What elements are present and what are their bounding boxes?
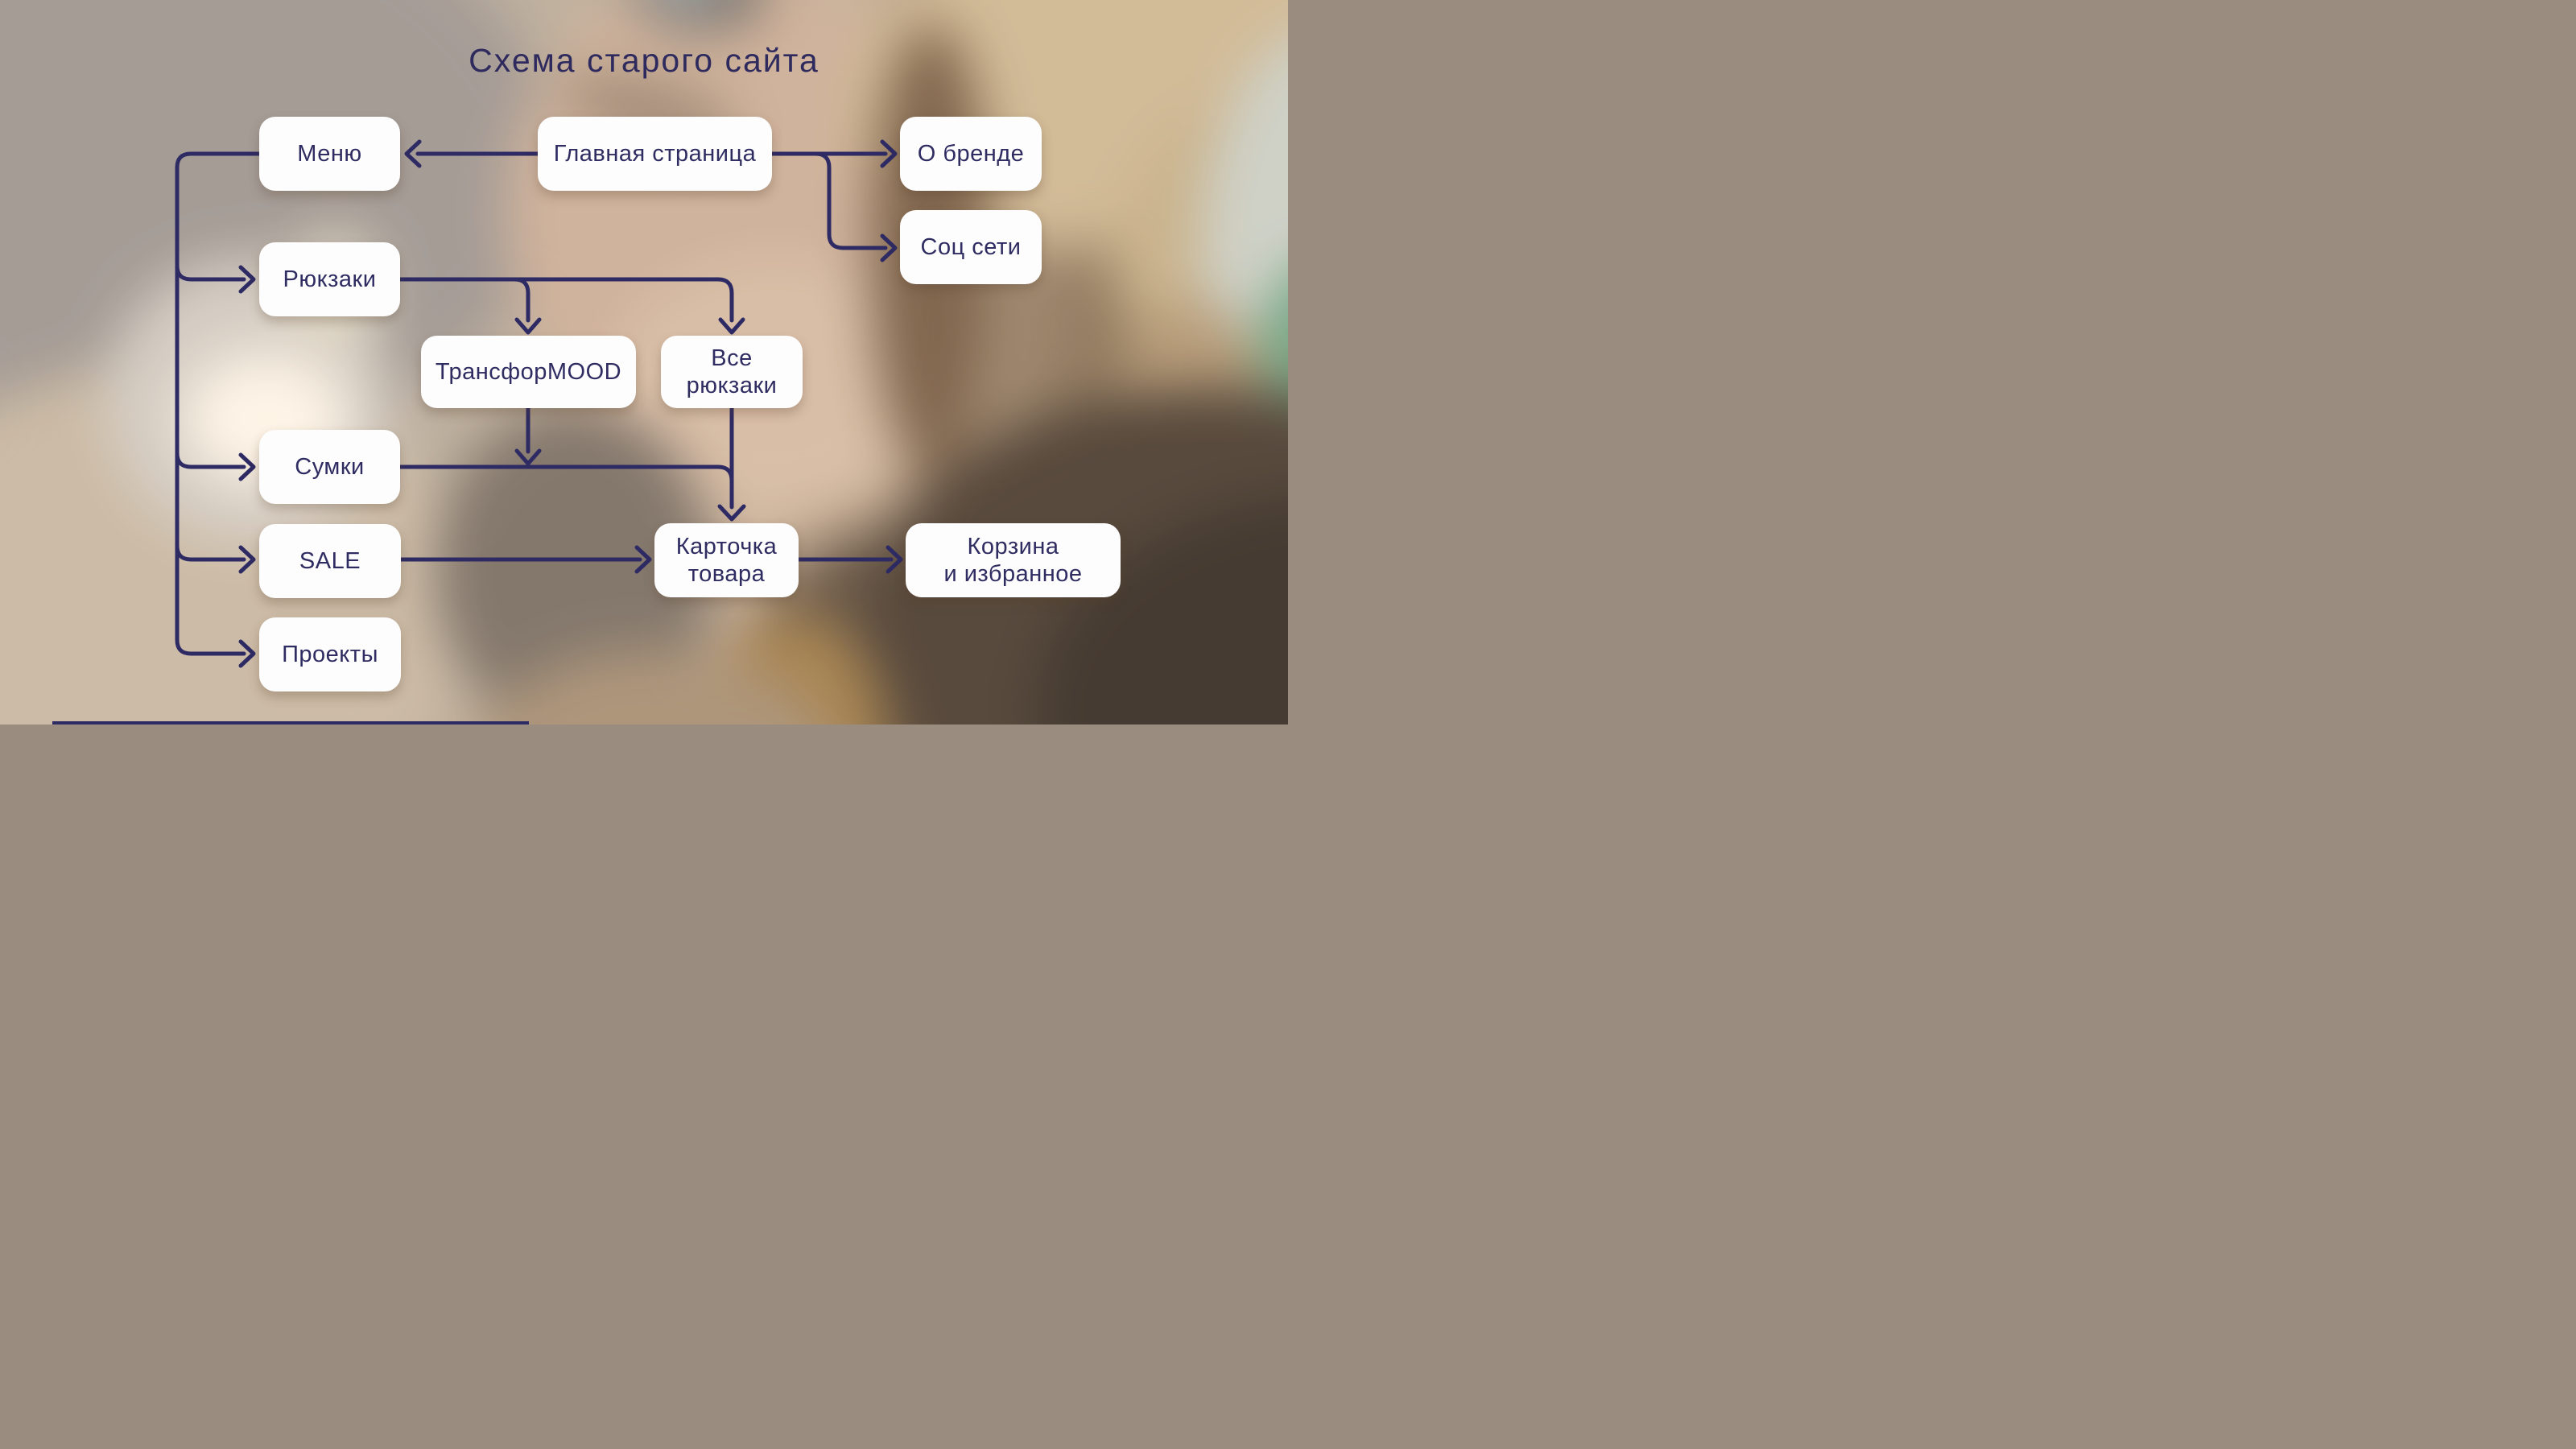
node-about-brand[interactable]: О бренде xyxy=(900,117,1042,191)
edge-allbackpacks-product-card xyxy=(717,406,746,522)
node-projects-label: Проекты xyxy=(282,641,378,667)
node-bags[interactable]: Сумки xyxy=(259,430,400,504)
node-social-networks-label: Соц сети xyxy=(920,233,1022,260)
node-about-brand-label: О бренде xyxy=(917,140,1025,167)
node-all-backpacks-label: Все рюкзаки xyxy=(686,345,778,398)
edge-sale-product-card xyxy=(398,545,652,574)
node-main-page[interactable]: Главная страница xyxy=(538,117,772,191)
node-backpacks[interactable]: Рюкзаки xyxy=(259,242,400,316)
node-main-page-label: Главная страница xyxy=(553,140,757,167)
node-menu[interactable]: Меню xyxy=(259,117,400,191)
node-transformood-label: ТрансфорMOOD xyxy=(435,358,622,385)
edge-product-card-cart xyxy=(796,545,903,574)
node-product-card[interactable]: Карточка товара xyxy=(654,523,799,597)
node-social-networks[interactable]: Соц сети xyxy=(900,210,1042,284)
edge-backpacks-allbackpacks xyxy=(398,277,745,335)
node-all-backpacks[interactable]: Все рюкзаки xyxy=(661,336,803,408)
edge-backpacks-transformood xyxy=(512,277,542,335)
edge-main-menu xyxy=(404,139,540,168)
edge-menu-projects xyxy=(175,151,262,668)
node-menu-label: Меню xyxy=(297,140,362,167)
node-cart-favorites-label: Корзина и избранное xyxy=(943,533,1083,587)
node-product-card-label: Карточка товара xyxy=(675,533,778,587)
connector-lines xyxy=(175,139,903,668)
node-cart-favorites[interactable]: Корзина и избранное xyxy=(906,523,1121,597)
bottom-edge-bar xyxy=(52,721,529,724)
node-projects[interactable]: Проекты xyxy=(259,617,401,691)
edge-menu-bags xyxy=(175,451,256,481)
edge-menu-sale xyxy=(175,543,256,574)
node-sale[interactable]: SALE xyxy=(259,524,401,598)
node-backpacks-label: Рюкзаки xyxy=(283,266,377,292)
diagram-title: Схема старого сайта xyxy=(469,42,819,79)
diagram-canvas: Схема старого сайта Меню Главная страниц… xyxy=(0,0,1288,724)
node-sale-label: SALE xyxy=(299,547,361,574)
node-transformood[interactable]: ТрансфорMOOD xyxy=(421,336,636,408)
edge-bags-product-card xyxy=(398,464,734,502)
node-bags-label: Сумки xyxy=(295,453,365,480)
edge-menu-backpacks xyxy=(175,263,256,294)
edge-main-social xyxy=(813,151,898,262)
edge-main-brand xyxy=(770,139,898,168)
edge-transformood-down xyxy=(514,406,542,466)
